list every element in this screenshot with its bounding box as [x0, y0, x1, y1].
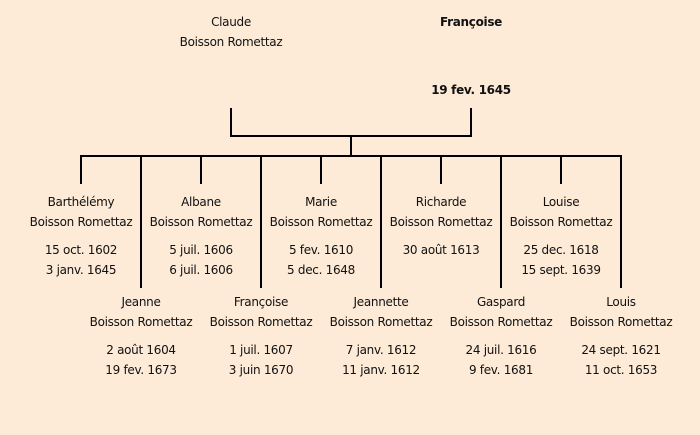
child-birth-date: 5 fev. 1610: [288, 243, 354, 257]
child-death-date: 3 janv. 1645: [45, 263, 117, 277]
child-surname: Boisson Romettaz: [89, 315, 193, 329]
child-death-date: 19 fev. 1673: [105, 363, 177, 377]
child-birth-date: 2 août 1604: [106, 343, 176, 357]
child-surname: Boisson Romettaz: [389, 215, 493, 229]
child-surname: Boisson Romettaz: [209, 315, 313, 329]
child-death-date: 11 oct. 1653: [584, 363, 658, 377]
child-surname: Boisson Romettaz: [329, 315, 433, 329]
child-first-name: Albane: [181, 195, 221, 209]
child-first-name: Gaspard: [476, 295, 526, 309]
father-first-name: Claude: [211, 15, 251, 29]
father-surname: Boisson Romettaz: [179, 35, 283, 49]
child-surname: Boisson Romettaz: [449, 315, 553, 329]
child-first-name: Louise: [542, 195, 580, 209]
child-birth-date: 25 dec. 1618: [523, 243, 599, 257]
child-birth-date: 7 janv. 1612: [345, 343, 417, 357]
child-birth-date: 24 juil. 1616: [465, 343, 537, 357]
child-death-date: 15 sept. 1639: [521, 263, 601, 277]
child-death-date: 9 fev. 1681: [468, 363, 534, 377]
child-birth-date: 1 juil. 1607: [229, 343, 293, 357]
child-surname: Boisson Romettaz: [269, 215, 373, 229]
child-surname: Boisson Romettaz: [29, 215, 133, 229]
parents-connector: [81, 108, 621, 157]
child-surname: Boisson Romettaz: [149, 215, 253, 229]
child-birth-date: 15 oct. 1602: [44, 243, 118, 257]
child-birth-date: 30 août 1613: [402, 243, 480, 257]
child-first-name: Françoise: [233, 295, 289, 309]
child-death-date: 3 juin 1670: [228, 363, 294, 377]
child-first-name: Marie: [305, 195, 337, 209]
child-death-date: 6 juil. 1606: [169, 263, 233, 277]
child-surname: Boisson Romettaz: [569, 315, 673, 329]
mother-first-name: Françoise: [439, 15, 503, 29]
child-birth-date: 5 juil. 1606: [169, 243, 233, 257]
child-first-name: Jeanne: [121, 295, 161, 309]
child-first-name: Louis: [606, 295, 636, 309]
child-first-name: Barthélémy: [47, 195, 115, 209]
child-first-name: Jeannette: [353, 295, 409, 309]
child-death-date: 11 janv. 1612: [342, 363, 420, 377]
marriage-date: 19 fev. 1645: [431, 83, 511, 97]
child-first-name: Richarde: [415, 195, 467, 209]
child-surname: Boisson Romettaz: [509, 215, 613, 229]
child-birth-date: 24 sept. 1621: [581, 343, 661, 357]
child-death-date: 5 dec. 1648: [287, 263, 355, 277]
